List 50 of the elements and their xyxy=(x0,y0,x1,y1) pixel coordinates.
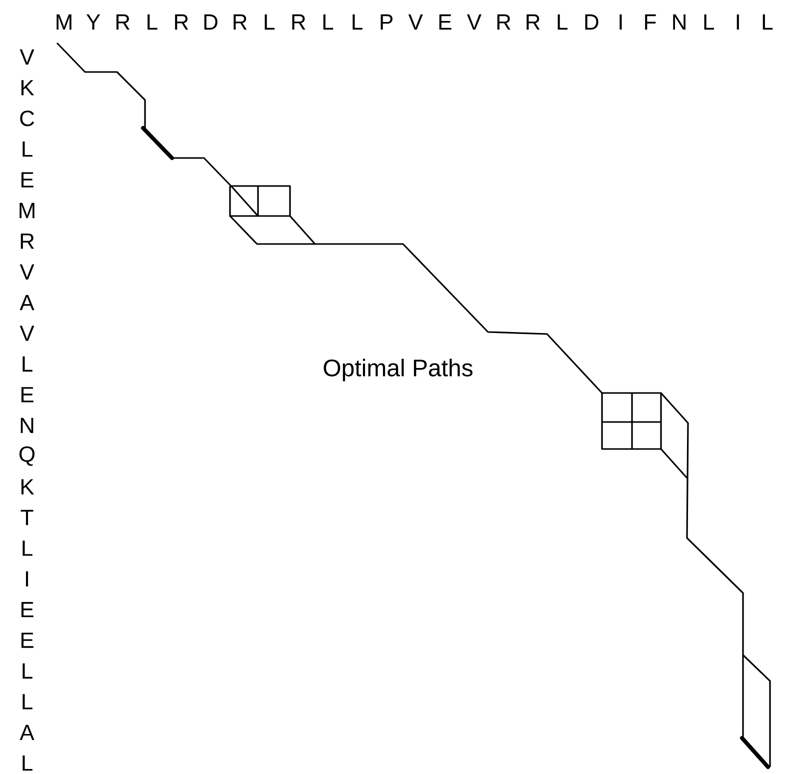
sequence-letter: L xyxy=(22,142,32,157)
sequence-letter: V xyxy=(20,49,34,65)
sequence-letter: M xyxy=(56,14,72,30)
sequence-letter: K xyxy=(21,80,34,96)
sequence-letter: L xyxy=(22,694,32,710)
sequence-letter: K xyxy=(21,479,34,494)
sequence-letter: P xyxy=(380,14,392,30)
plot-label: Optimal Paths xyxy=(324,358,472,382)
sequence-letter: M xyxy=(20,202,34,218)
sequence-letter: R xyxy=(116,14,130,30)
sequence-letter: N xyxy=(20,418,34,433)
sequence-letter: V xyxy=(20,326,34,341)
sequence-letter: C xyxy=(20,110,34,126)
sequence-letter: L xyxy=(264,14,274,30)
sequence-letter: T xyxy=(20,510,34,526)
sequence-letter: L xyxy=(22,663,32,679)
sequence-letter: E xyxy=(21,172,34,188)
sequence-letter: D xyxy=(204,14,218,30)
sequence-letter: E xyxy=(21,632,34,648)
sequence-letter: E xyxy=(21,602,34,618)
sequence-letter: R xyxy=(20,234,34,249)
sequence-letter: L xyxy=(762,14,773,30)
sequence-letter: L xyxy=(22,540,32,556)
sequence-letter: R xyxy=(292,14,306,30)
sequence-letter: I xyxy=(26,571,28,586)
sequence-letter: A xyxy=(20,295,34,310)
sequence-letter: V xyxy=(466,14,482,30)
sequence-letter: R xyxy=(497,14,510,30)
sequence-letter: L xyxy=(704,14,714,30)
sequence-letter: L xyxy=(22,356,32,372)
sequence-letter: D xyxy=(585,14,598,30)
sequence-letter: I xyxy=(620,14,622,30)
sequence-letter: L xyxy=(558,14,568,30)
sequence-letter: A xyxy=(20,724,34,740)
sequence-letter: L xyxy=(148,14,158,30)
sequence-letter: L xyxy=(352,14,362,30)
sequence-letter: N xyxy=(673,14,686,30)
sequence-letter: R xyxy=(175,14,188,30)
sequence-letter: R xyxy=(526,14,540,30)
sequence-letter: F xyxy=(645,14,656,30)
sequence-letter: R xyxy=(234,14,247,30)
sequence-letter: Q xyxy=(19,446,34,466)
sequence-letter: L xyxy=(323,14,334,30)
sequence-letter: L xyxy=(22,756,32,771)
sequence-letter: V xyxy=(408,14,423,30)
sequence-letter: E xyxy=(21,387,34,402)
sequence-letter: I xyxy=(736,14,739,30)
sequence-letter: V xyxy=(20,264,34,280)
sequence-letter: E xyxy=(439,14,452,30)
sequence-letter: Y xyxy=(86,14,100,30)
